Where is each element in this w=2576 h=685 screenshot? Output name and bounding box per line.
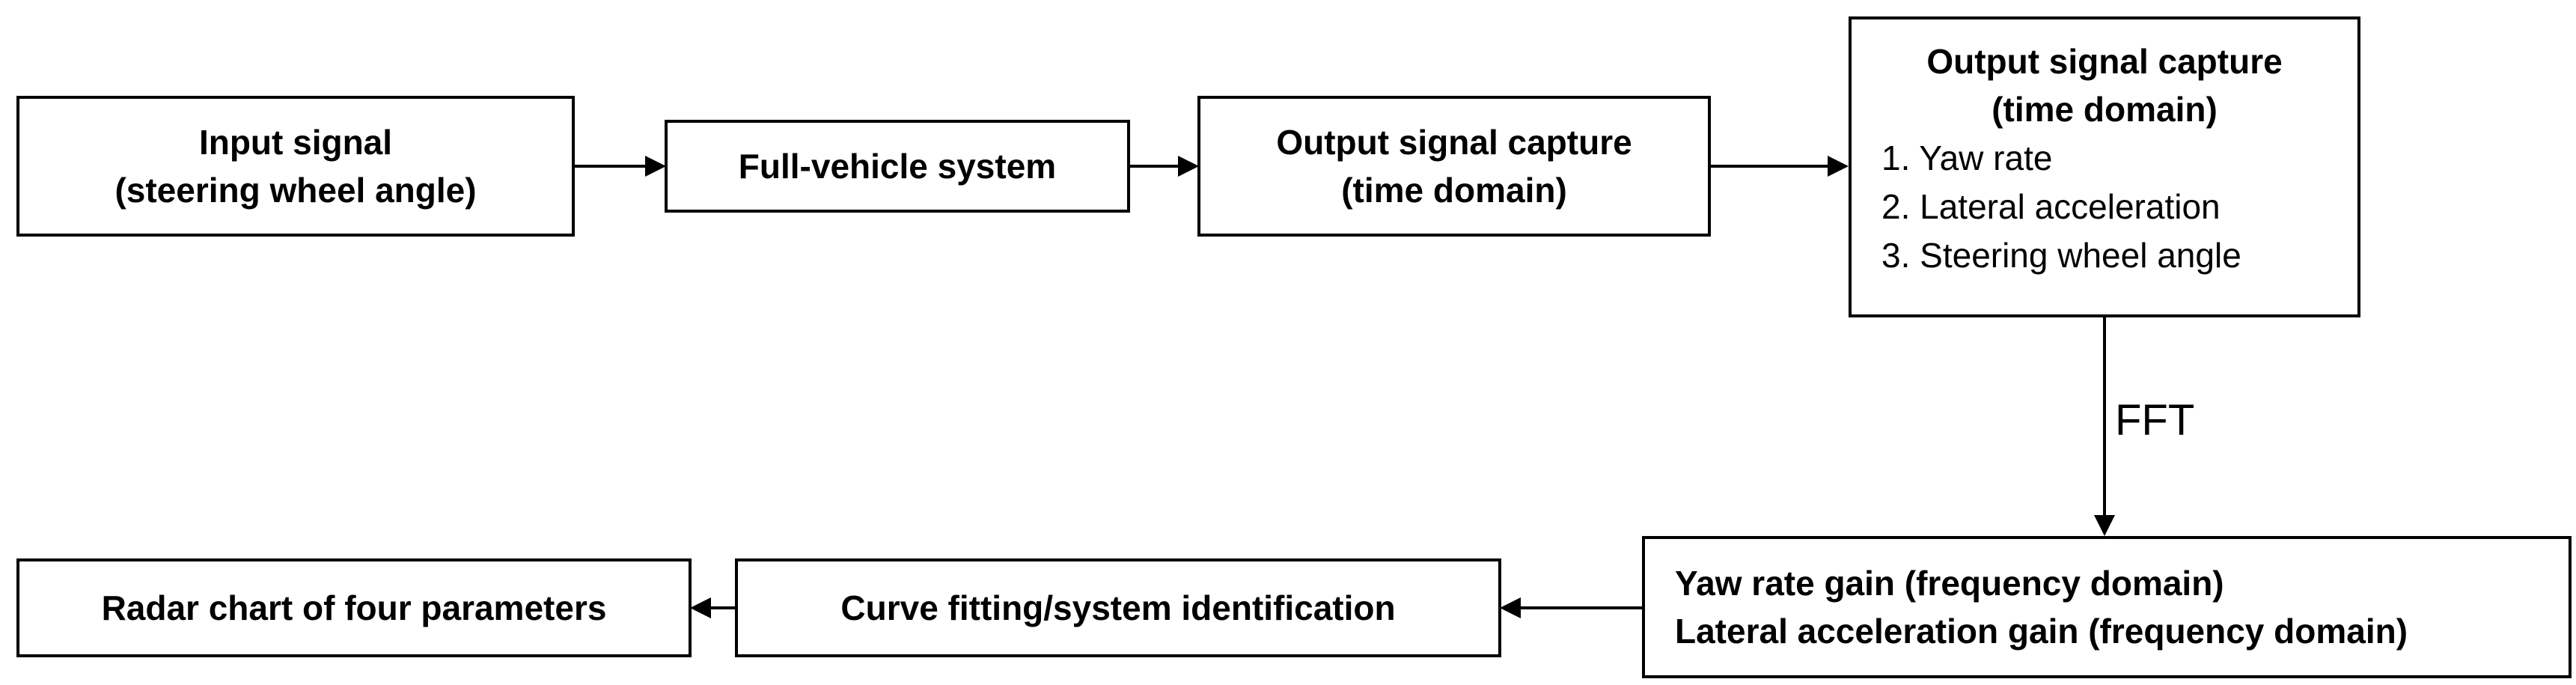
arrowhead-input-to-vehicle (645, 156, 666, 177)
arrowhead-vehicle-to-capture (1178, 156, 1199, 177)
node-full-vehicle-system-line-1: Full-vehicle system (738, 146, 1057, 186)
node-curve-fitting-line-1: Curve fitting/system identification (840, 588, 1396, 627)
node-frequency-gains-line-2: Lateral acceleration gain (frequency dom… (1675, 612, 2408, 651)
arrowhead-gains-to-fitting (1500, 597, 1521, 618)
node-output-signal-capture: Output signal capture (time domain) (1197, 96, 1711, 237)
node-detail-item-3: 3. Steering wheel angle (1881, 236, 2241, 275)
node-output-signal-capture-line-2: (time domain) (1341, 171, 1567, 210)
node-frequency-gains: Yaw rate gain (frequency domain) Lateral… (1642, 536, 2572, 678)
node-detail-title-line-1: Output signal capture (1926, 42, 2283, 81)
arrowhead-fft (2094, 515, 2115, 536)
edge-label-fft: FFT (2115, 396, 2195, 445)
node-full-vehicle-system: Full-vehicle system (665, 120, 1130, 213)
node-detail-item-1: 1. Yaw rate (1881, 138, 2053, 177)
arrowhead-capture-to-detail (1828, 156, 1849, 177)
arrowhead-fitting-to-radar (690, 597, 711, 618)
node-output-signal-capture-line-1: Output signal capture (1276, 122, 1632, 162)
node-detail-list: 1. Yaw rate 2. Lateral acceleration 3. S… (1852, 134, 2241, 281)
node-input-signal-line-1: Input signal (198, 122, 393, 162)
node-curve-fitting: Curve fitting/system identification (735, 558, 1501, 657)
node-radar-chart: Radar chart of four parameters (16, 558, 692, 657)
node-radar-chart-line-1: Radar chart of four parameters (101, 588, 607, 627)
node-detail-title-line-2: (time domain) (1991, 90, 2218, 130)
node-input-signal-line-2: (steering wheel angle) (115, 171, 477, 210)
node-detail-item-2: 2. Lateral acceleration (1881, 187, 2221, 227)
node-input-signal: Input signal (steering wheel angle) (16, 96, 575, 237)
node-frequency-gains-line-1: Yaw rate gain (frequency domain) (1675, 563, 2224, 603)
node-output-signal-capture-detail: Output signal capture (time domain) 1. Y… (1849, 16, 2360, 317)
